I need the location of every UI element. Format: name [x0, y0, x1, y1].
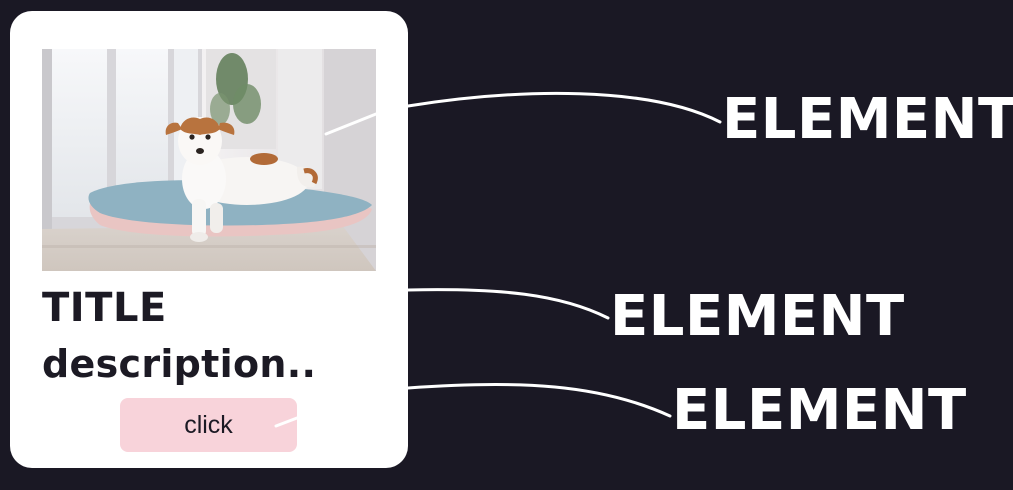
card-description: description.. — [42, 342, 317, 386]
card-title: TITLE — [42, 285, 167, 331]
click-button[interactable]: click — [120, 398, 297, 452]
dog-photo — [42, 49, 376, 271]
connector-line-1 — [324, 91, 722, 136]
callout-label-text: ELEMENT — [610, 284, 905, 349]
connector-line-3 — [274, 382, 672, 428]
connector-line-2 — [406, 288, 610, 320]
callout-label-image: ELEMENT — [722, 87, 1013, 152]
callout-label-button: ELEMENT — [672, 378, 967, 443]
